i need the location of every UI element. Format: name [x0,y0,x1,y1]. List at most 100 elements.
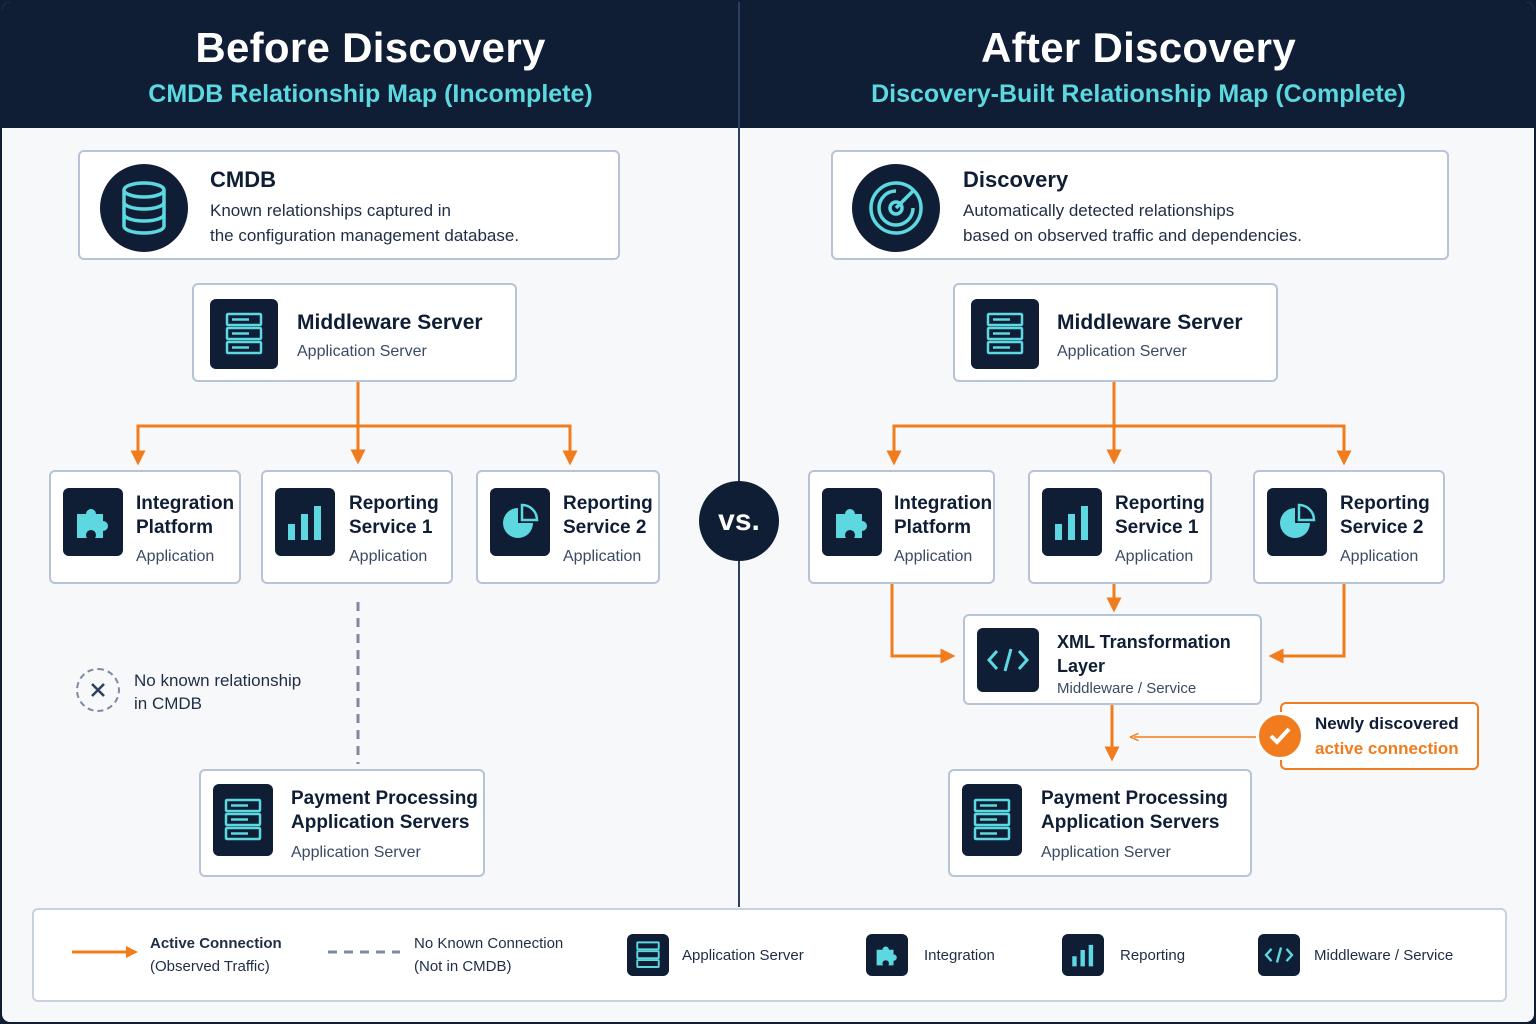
right-reporting1-title2: Service 1 [1115,517,1199,538]
right-reporting2-sub: Application [1340,548,1419,565]
pie-chart-icon [490,488,550,556]
right-integration-title2: Platform [894,517,972,538]
callout-line2: active connection [1315,739,1459,758]
no-relationship-line2: in CMDB [134,694,203,713]
right-branch-bar [892,424,1346,457]
no-relationship-line1: No known relationship [134,671,302,690]
server-icon [627,934,669,976]
legend-active-line1: Active Connection [150,935,282,952]
server-icon [210,299,278,369]
after-title: After Discovery [981,24,1296,71]
database-icon [100,164,188,252]
center-divider [738,2,740,907]
code-icon [977,628,1039,692]
legend-application-server: Application Server [682,947,804,964]
left-branch-bar [136,424,572,457]
check-icon [1256,712,1304,760]
pie-chart-icon [1267,488,1327,556]
server-icon [213,784,273,856]
code-icon [1258,934,1300,976]
left-middleware-title: Middleware Server [297,311,483,334]
xml-sub: Middleware / Service [1057,680,1197,697]
puzzle-icon [822,488,882,556]
right-reporting2-title1: Reporting [1340,493,1430,514]
right-reporting1-sub: Application [1115,548,1194,565]
left-integration-sub: Application [136,548,215,565]
legend-middleware-service: Middleware / Service [1314,947,1454,964]
bar-chart-icon [1062,934,1104,976]
discovery-title: Discovery [963,167,1069,192]
discovery-desc-line1: Automatically detected relationships [963,201,1235,220]
right-active-connections [886,382,1352,762]
radar-icon [852,164,940,252]
before-subtitle: CMDB Relationship Map (Incomplete) [148,80,593,108]
legend-integration: Integration [924,947,995,964]
left-reporting-service-1-card: Reporting Service 1 Application [261,470,453,584]
bar-chart-icon [275,488,335,556]
puzzle-icon [866,934,908,976]
right-middleware-server-card: Middleware Server Application Server [953,283,1278,382]
legend-active-line2: (Observed Traffic) [150,958,270,975]
left-middleware-sub: Application Server [297,343,427,360]
legend-reporting: Reporting [1120,947,1186,964]
right-reporting-service-2-card: Reporting Service 2 Application [1253,470,1445,584]
xml-title1: XML Transformation [1057,632,1231,652]
discovery-desc-line2: based on observed traffic and dependenci… [963,226,1302,245]
right-reporting1-title1: Reporting [1115,493,1205,514]
newly-discovered-callout: Newly discovered active connection [1280,702,1479,770]
left-middleware-server-card: Middleware Server Application Server [192,283,517,382]
before-title: Before Discovery [195,24,546,71]
cmdb-title: CMDB [210,167,276,192]
left-payment-sub: Application Server [291,844,421,861]
left-active-connections [130,382,578,466]
left-reporting1-title1: Reporting [349,493,439,514]
cmdb-source-card: CMDB Known relationships captured in the… [78,150,620,260]
xml-title2: Layer [1057,656,1106,676]
vs-badge: vs. [699,481,779,561]
active-connection-legend-arrow [72,946,138,958]
cmdb-desc-line1: Known relationships captured in [210,201,451,220]
right-payment-processing-card: Payment Processing Application Servers A… [948,769,1252,877]
xml-transformation-layer-card: XML Transformation Layer Middleware / Se… [963,614,1262,705]
server-icon [962,784,1022,856]
left-reporting1-title2: Service 1 [349,517,433,538]
callout-line1: Newly discovered [1315,714,1459,733]
right-integration-sub: Application [894,548,973,565]
left-reporting2-title2: Service 2 [563,517,647,538]
before-header: Before Discovery CMDB Relationship Map (… [2,2,739,128]
right-payment-sub: Application Server [1041,844,1171,861]
legend: Active Connection (Observed Traffic) No … [32,908,1507,1002]
cmdb-desc-line2: the configuration management database. [210,226,520,245]
left-integration-title2: Platform [136,517,214,538]
left-reporting1-sub: Application [349,548,428,565]
unknown-connection-legend-line [328,950,400,954]
left-reporting-service-2-card: Reporting Service 2 Application [476,470,660,584]
integration-to-xml [890,584,956,664]
right-middleware-title: Middleware Server [1057,311,1243,334]
right-reporting-service-1-card: Reporting Service 1 Application [1028,470,1212,584]
server-icon [971,299,1039,369]
right-payment-title1: Payment Processing [1041,788,1228,809]
left-payment-title2: Application Servers [291,812,470,833]
right-middleware-sub: Application Server [1057,343,1187,360]
left-reporting2-sub: Application [563,548,642,565]
puzzle-icon [63,488,123,556]
right-reporting2-title2: Service 2 [1340,517,1424,538]
left-payment-processing-card: Payment Processing Application Servers A… [199,769,485,877]
right-integration-title1: Integration [894,493,993,514]
legend-unknown-line1: No Known Connection [414,935,564,952]
right-payment-title2: Application Servers [1041,812,1220,833]
right-integration-platform-card: Integration Platform Application [808,470,995,584]
no-relationship-x-icon [76,668,120,712]
left-reporting2-title1: Reporting [563,493,653,514]
left-integration-platform-card: Integration Platform Application [49,470,241,584]
bar-chart-icon [1042,488,1102,556]
left-integration-title1: Integration [136,493,235,514]
after-subtitle: Discovery-Built Relationship Map (Comple… [871,80,1406,108]
after-header: After Discovery Discovery-Built Relation… [739,2,1534,128]
left-payment-title1: Payment Processing [291,788,478,809]
legend-unknown-line2: (Not in CMDB) [414,958,512,975]
discovery-source-card: Discovery Automatically detected relatio… [831,150,1449,260]
